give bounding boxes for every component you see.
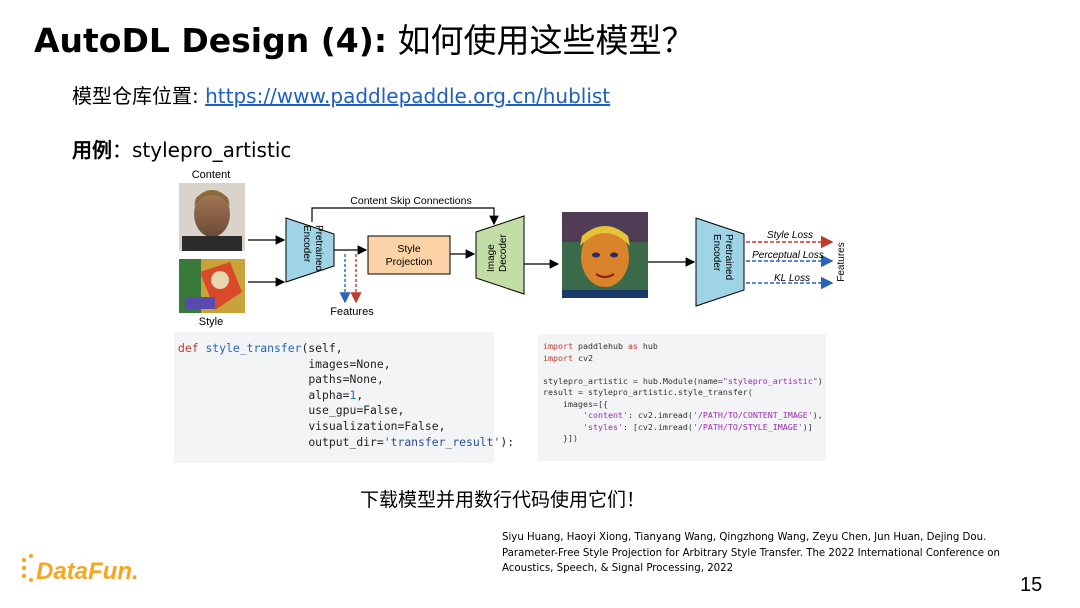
projection-label-2: Projection [386,256,433,268]
citation-line-3: Acoustics, Speech, & Signal Processing, … [502,561,1062,577]
code-content-imread: : cv2.imread( [628,410,693,420]
citation: Siyu Huang, Haoyi Xiong, Tianyang Wang, … [502,530,1062,577]
encoder2-label-1: Pretrained [723,234,734,280]
style-label: Style [199,316,223,328]
example-separator: ： [112,138,132,162]
code-line-7-end: ): [500,435,514,449]
citation-line-1: Siyu Huang, Haoyi Xiong, Tianyang Wang, … [502,530,1062,546]
code-module-assign: stylepro_artistic = hub.Module(name= [543,376,723,386]
code-line-7: output_dir= [308,435,383,449]
kl-loss-label: KL Loss [774,273,810,284]
output-image [562,212,648,298]
code-content-end: ), [813,410,823,420]
repo-line: 模型仓库位置: https://www.paddlepaddle.org.cn/… [72,80,610,109]
code-block-function-signature: def style_transfer(self, images=None, pa… [174,332,494,463]
code-line-5: use_gpu=False, [308,403,404,417]
content-image [179,183,245,251]
code-closing-line: }]) [543,433,578,443]
citation-line-2: Parameter-Free Style Projection for Arbi… [502,546,1062,562]
code-block-usage-example: import paddlehub as hub import cv2 style… [538,334,826,461]
style-image [179,259,245,313]
code-images-line: images=[{ [543,399,608,409]
code-module-name-string: "stylepro_artistic" [723,376,818,386]
projection-label-1: Style [397,243,421,255]
decoder-label-1: Image [486,244,497,272]
code-styles-key: 'styles' [583,422,623,432]
logo-text: DataFun. [36,558,139,585]
content-label: Content [192,169,231,181]
slide-title-rest: 如何使用这些模型？ [387,21,695,60]
decoder-label-2: Decoder [498,234,509,272]
example-line: 用例：stylepro_artistic [72,134,291,163]
style-projection-block [368,236,450,274]
code-line-6: visualization=False, [308,419,445,433]
code-as-keyword: as [628,341,638,351]
encoder-label-1: Pretrained [313,225,324,271]
code-styles-end: )] [803,422,813,432]
code-import-module: paddlehub [573,341,628,351]
example-label: 用例 [72,138,112,162]
code-import-keyword-2: import [543,353,573,363]
repo-label: 模型仓库位置: [72,84,205,108]
features-label: Features [330,306,374,318]
slide-title-bold: AutoDL Design (4): [34,21,387,60]
slide-caption: 下载模型并用数行代码使用它们！ [360,485,645,512]
code-content-path: '/PATH/TO/CONTENT_IMAGE' [693,410,813,420]
code-import-alias: hub [638,341,658,351]
style-loss-label: Style Loss [767,230,813,241]
skip-connection-arrow [312,208,494,224]
repo-link[interactable]: https://www.paddlepaddle.org.cn/hublist [205,84,610,108]
encoder-label-2: Encoder [301,225,312,263]
code-line-7-string: 'transfer_result' [384,435,501,449]
encoder2-label-2: Encoder [711,234,722,272]
skip-connection-label: Content Skip Connections [350,195,471,207]
code-import-cv2: cv2 [573,353,593,363]
code-line-4: alpha= [308,388,349,402]
features-vertical-label: Features [836,242,847,281]
example-value: stylepro_artistic [132,138,291,162]
code-line-1: (self, [301,341,342,355]
page-number: 15 [1020,574,1042,597]
code-import-keyword: import [543,341,573,351]
code-styles-imread: : [cv2.imread( [623,422,693,432]
code-line-4-end: , [356,388,363,402]
code-function-name: style_transfer [205,341,301,355]
code-result-line: result = stylepro_artistic.style_transfe… [543,387,753,397]
code-line-3: paths=None, [308,372,383,386]
architecture-diagram: Content Style Pretrained Encoder Content… [160,162,860,330]
code-content-key: 'content' [583,410,628,420]
code-line-2: images=None, [308,357,390,371]
datafun-logo: DataFun. [18,546,158,586]
perceptual-loss-label: Perceptual Loss [752,250,824,261]
code-styles-path: '/PATH/TO/STYLE_IMAGE' [693,422,803,432]
code-def-keyword: def [178,341,199,355]
slide-title: AutoDL Design (4): 如何使用这些模型？ [34,14,695,62]
code-module-assign-end: ) [818,376,823,386]
